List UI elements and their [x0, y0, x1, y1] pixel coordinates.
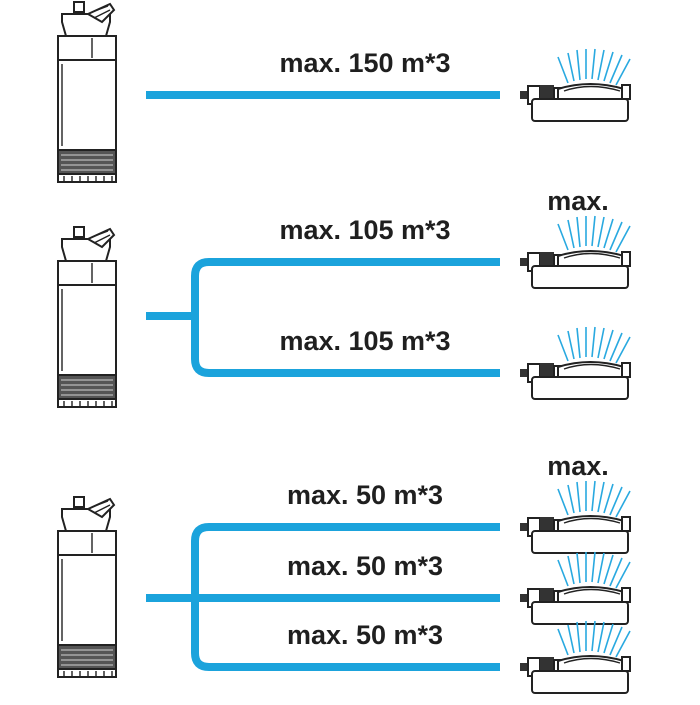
oscillating-sprinkler-icon: [519, 480, 631, 554]
setup-1: max. 150 m*3: [57, 1, 631, 183]
setup-2: max. 105 m*3 max. max. 105 m*3: [57, 186, 631, 408]
distance-label: max. 150 m*3: [279, 48, 450, 78]
oscillating-sprinkler-icon: [519, 620, 631, 694]
setup-3: max. 50 m*3 max. max. 50 m*3 max. 50 m*3: [57, 451, 631, 694]
distance-label: max. 50 m*3: [287, 551, 443, 581]
sprinkler-max-label: max.: [547, 186, 609, 216]
oscillating-sprinkler-icon: [519, 48, 631, 122]
distance-label: max. 50 m*3: [287, 480, 443, 510]
distance-label: max. 105 m*3: [279, 215, 450, 245]
sprinkler-max-label: max.: [547, 451, 609, 481]
submersible-pump-icon: [57, 496, 117, 678]
oscillating-sprinkler-icon: [519, 215, 631, 289]
hose-split: [191, 258, 500, 377]
oscillating-sprinkler-icon: [519, 326, 631, 400]
distance-label: max. 105 m*3: [279, 326, 450, 356]
oscillating-sprinkler-icon: [519, 551, 631, 625]
distance-label: max. 50 m*3: [287, 620, 443, 650]
submersible-pump-icon: [57, 1, 117, 183]
submersible-pump-icon: [57, 226, 117, 408]
